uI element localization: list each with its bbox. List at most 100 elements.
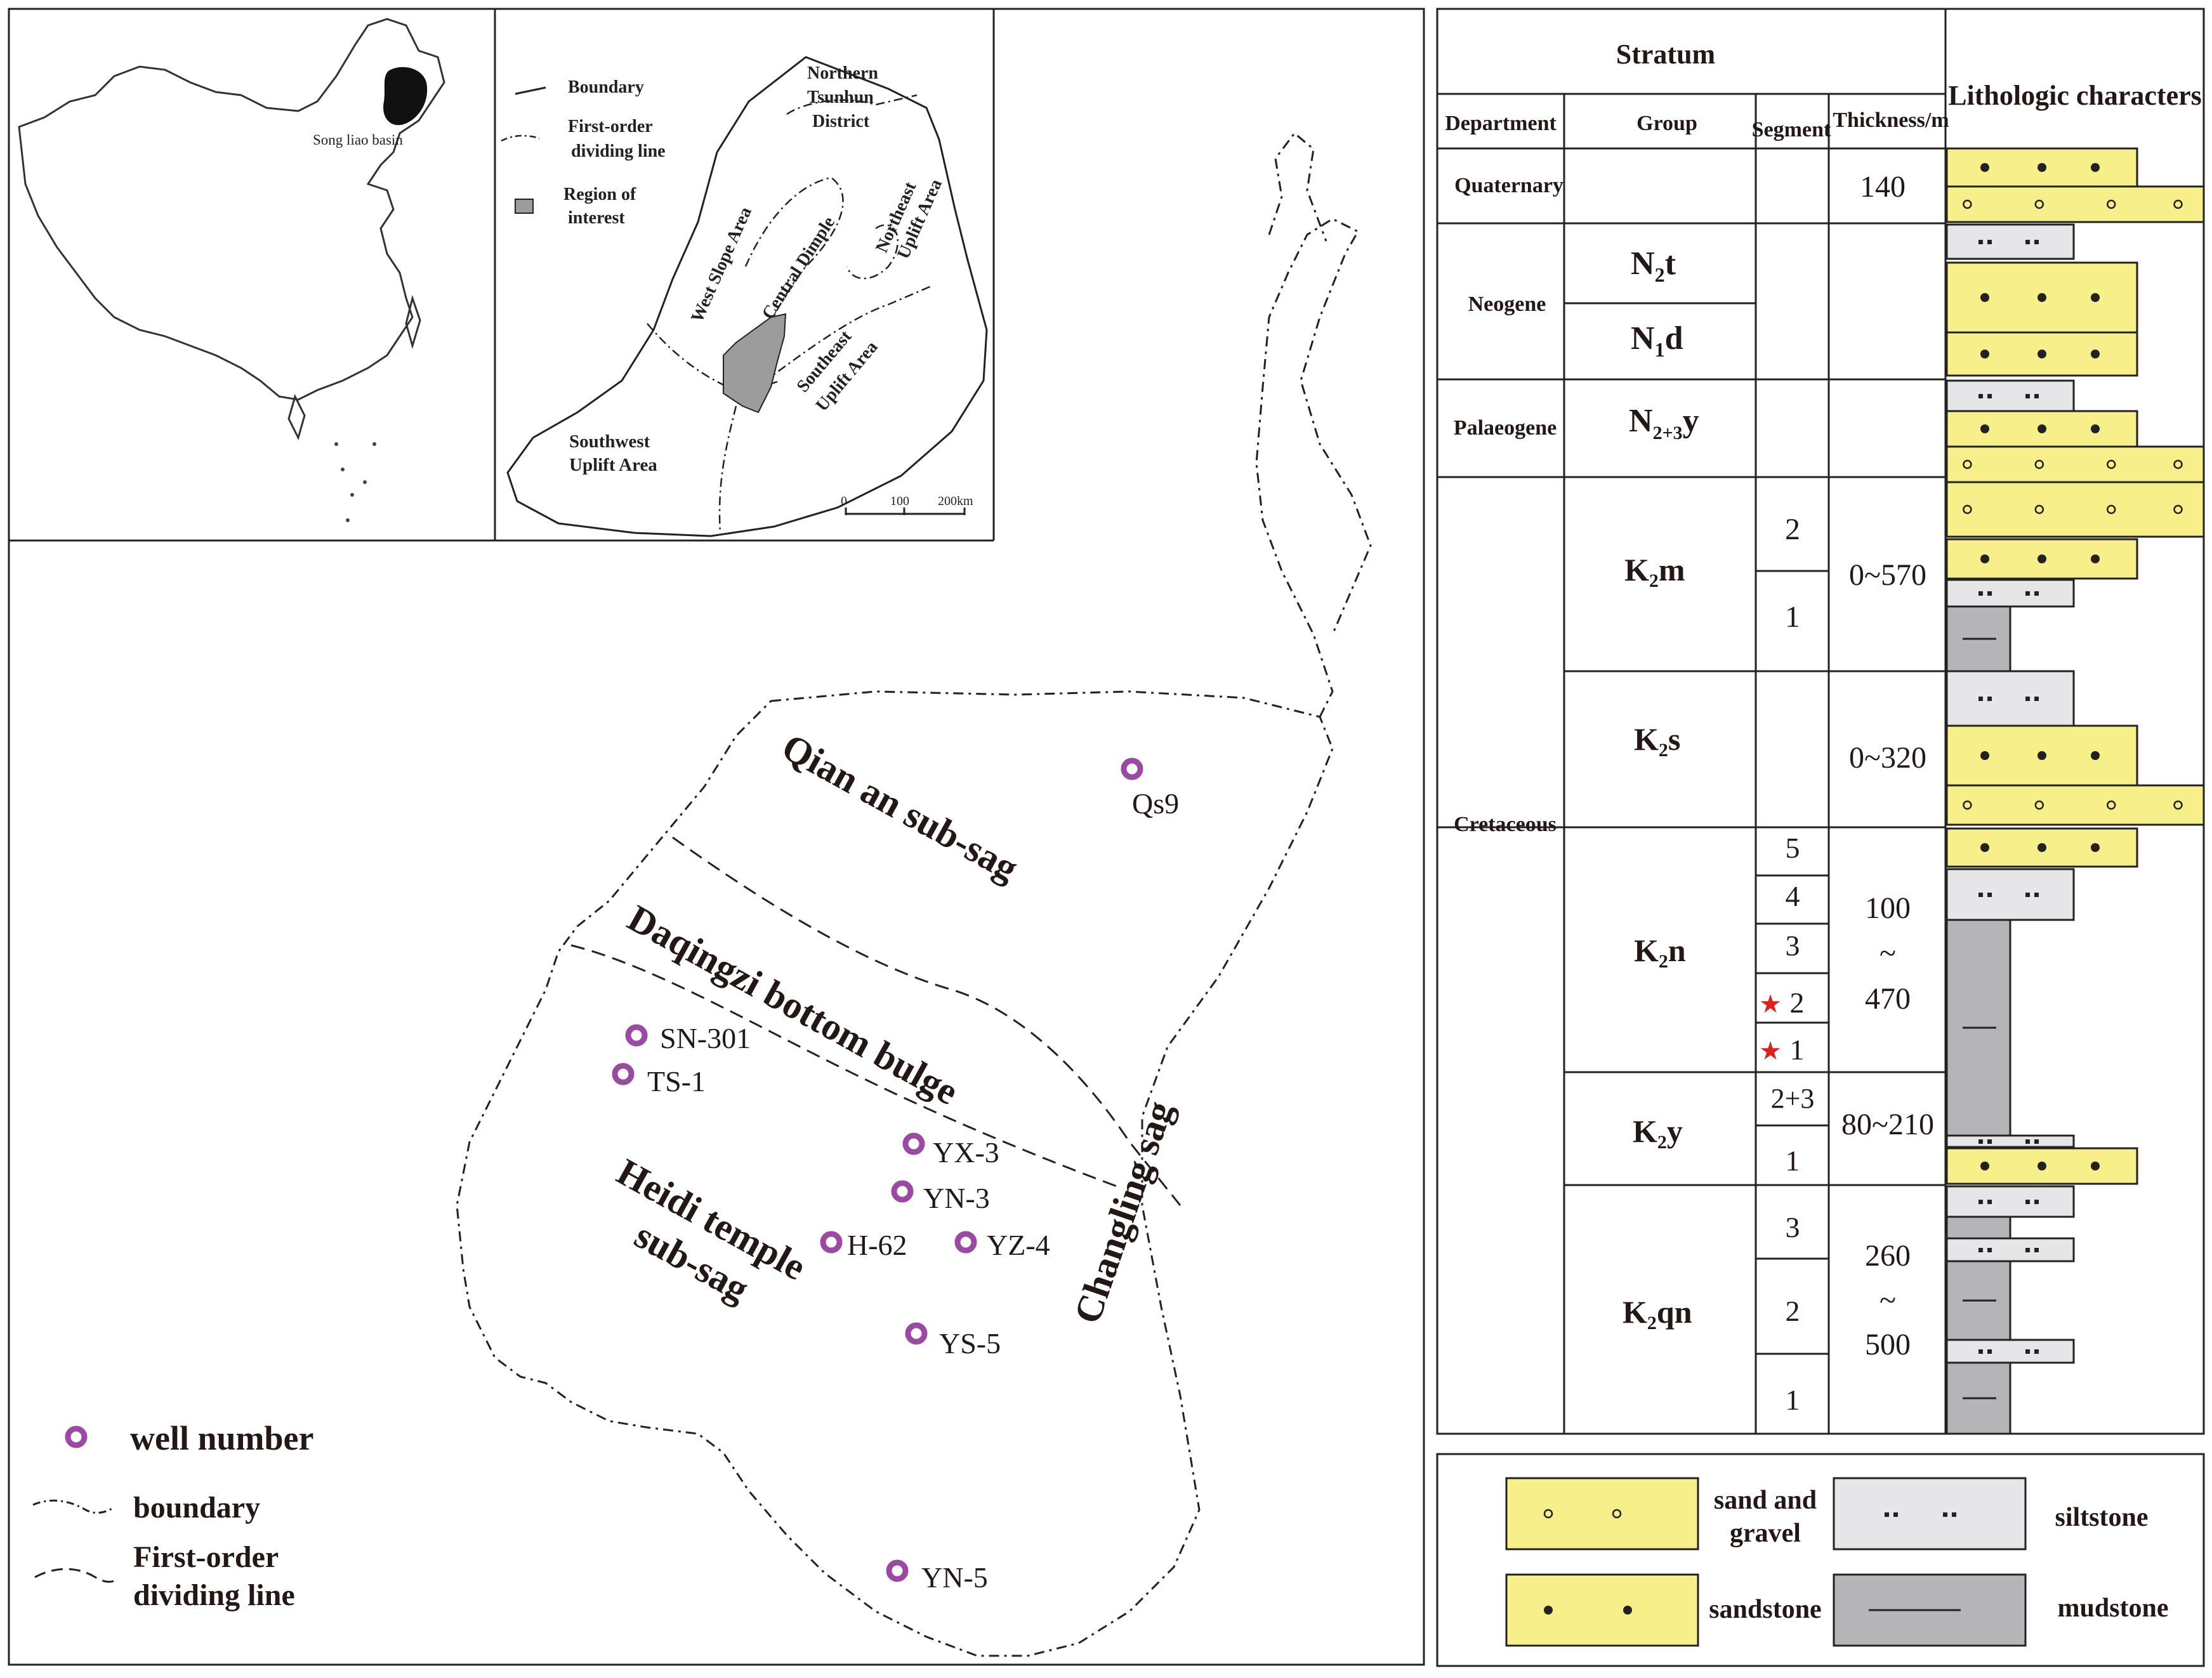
gravel-circle (2106, 504, 2116, 515)
gravel-circle (1963, 199, 1972, 209)
thk-k2qn-2: ~ (1880, 1283, 1896, 1317)
svg-text:YN-5: YN-5 (921, 1561, 988, 1594)
sand-dot (1980, 293, 1989, 302)
legend-siltstone-swatch (1833, 1477, 2027, 1550)
legend-sand-gravel-2: gravel (1730, 1519, 1801, 1548)
silt-dot (1978, 240, 1983, 244)
legend-roi-2: interest (568, 208, 625, 228)
silt-dot (1978, 394, 1983, 398)
silt-dot (2034, 893, 2039, 897)
star-n1-icon: ★ (1759, 1037, 1782, 1065)
svg-text:100: 100 (890, 494, 909, 508)
svg-text:YX-3: YX-3 (933, 1136, 999, 1169)
gravel-circle (2173, 800, 2183, 810)
sand-dot (2038, 163, 2046, 172)
region-sw-1: Southwest (569, 431, 650, 452)
seg-qn1: 1 (1786, 1384, 1800, 1416)
svg-text:TS-1: TS-1 (647, 1065, 706, 1098)
silt-dot (1987, 697, 1992, 701)
dept-quaternary: Quaternary (1454, 174, 1564, 197)
well-yn-5: YN-5 (889, 1561, 988, 1594)
silt-dot (2025, 1139, 2030, 1144)
silt-dot (2034, 1139, 2039, 1144)
seg-n1: 1 (1790, 1033, 1805, 1066)
lith-layer-gravel (1945, 481, 2205, 538)
hdr-segment: Segment (1752, 118, 1831, 141)
legend-first-order-main-1: First-order (133, 1540, 279, 1574)
silt-dot (2034, 1200, 2039, 1204)
region-sw-2: Uplift Area (569, 455, 657, 475)
sand-dot (1980, 350, 1989, 358)
lith-layer-mud (1945, 1216, 2011, 1240)
sand-dot (2091, 843, 2100, 852)
silt-dot (1978, 1349, 1983, 1354)
silt-dot (1978, 1248, 1983, 1252)
silt-dot (2034, 1248, 2039, 1252)
legend-sand-gravel-swatch (1505, 1477, 1699, 1550)
sand-dot (1980, 843, 1989, 852)
silt-dot (2025, 591, 2030, 596)
legend-first-order-2: dividing line (571, 141, 666, 161)
silt-dot (1987, 1349, 1992, 1354)
region-north-3: District (812, 112, 870, 131)
gravel-circle (2173, 504, 2183, 515)
gravel-circle (2106, 459, 2116, 469)
lith-layer-silt (1945, 379, 2075, 412)
silt-dot (1987, 394, 1992, 398)
gravel-circle (2173, 199, 2183, 209)
silt-dot (1987, 893, 1992, 897)
lith-layer-silt (1945, 670, 2075, 727)
silt-dot (2025, 1248, 2030, 1252)
scale-bar: 0 100 200km (841, 494, 973, 515)
hdr-stratum: Stratum (1616, 39, 1715, 70)
legend-boundary: Boundary (568, 77, 644, 97)
gravel-circle (1963, 504, 1972, 515)
thk-k2qn-3: 500 (1865, 1328, 1911, 1361)
strat-table: Stratum Lithologic characters Department… (1436, 8, 2205, 1435)
hdr-thickness: Thickness/m (1833, 108, 1949, 132)
thk-k2s: 0~320 (1849, 741, 1926, 775)
silt-dot (1978, 893, 1983, 897)
thk-k2n-1: 100 (1865, 891, 1911, 925)
hdr-group: Group (1636, 112, 1697, 135)
thk-quaternary: 140 (1860, 170, 1906, 204)
thk-k2n-2: ~ (1880, 936, 1896, 970)
svg-text:200km: 200km (938, 494, 973, 508)
silt-dot (1987, 1139, 1992, 1144)
silt-dot (2034, 240, 2039, 244)
songliao-basin-highlight (383, 67, 428, 126)
gravel-circle (2106, 800, 2116, 810)
legend-first-order-1: First-order (568, 117, 653, 136)
legend-siltstone: siltstone (2055, 1503, 2149, 1532)
china-inset-map: Song liao basin (18, 18, 445, 522)
basin-outline (506, 56, 988, 537)
svg-text:H-62: H-62 (847, 1229, 907, 1261)
sand-dot (2091, 1162, 2100, 1170)
sand-dot (2091, 163, 2100, 172)
seg-m1: 1 (1785, 600, 1800, 634)
region-of-interest (723, 313, 787, 414)
legend-well-number: well number (130, 1419, 314, 1457)
region-north-2: Tsunhun (807, 88, 874, 107)
region-north-1: Northern (807, 63, 878, 83)
well-sn-301: SN-301 (628, 1022, 751, 1054)
silt-dot (1987, 240, 1992, 244)
svg-text:Qs9: Qs9 (1132, 787, 1179, 820)
well-qs9: Qs9 (1124, 761, 1179, 820)
sand-dot (2091, 350, 2100, 358)
gravel-circle (1963, 800, 1972, 810)
sand-dot (2091, 554, 2100, 563)
silt-dot (2034, 394, 2039, 398)
seg-y1: 1 (1786, 1144, 1800, 1177)
dividing-line-2 (570, 944, 1117, 1188)
silt-dot (2025, 1349, 2030, 1354)
sand-dot (1980, 1162, 1989, 1170)
lith-legend: sand and gravel siltstone sandstone muds… (1436, 1453, 2205, 1667)
sand-dot (1980, 751, 1989, 760)
songliao-basin-label: Song liao basin (313, 132, 403, 148)
dept-cretaceous: Cretaceous (1454, 813, 1557, 836)
silt-dot (2034, 697, 2039, 701)
main-map-legend: well number boundary First-order dividin… (32, 1419, 314, 1612)
thk-k2y: 80~210 (1841, 1108, 1934, 1141)
thk-k2m: 0~570 (1849, 558, 1926, 592)
